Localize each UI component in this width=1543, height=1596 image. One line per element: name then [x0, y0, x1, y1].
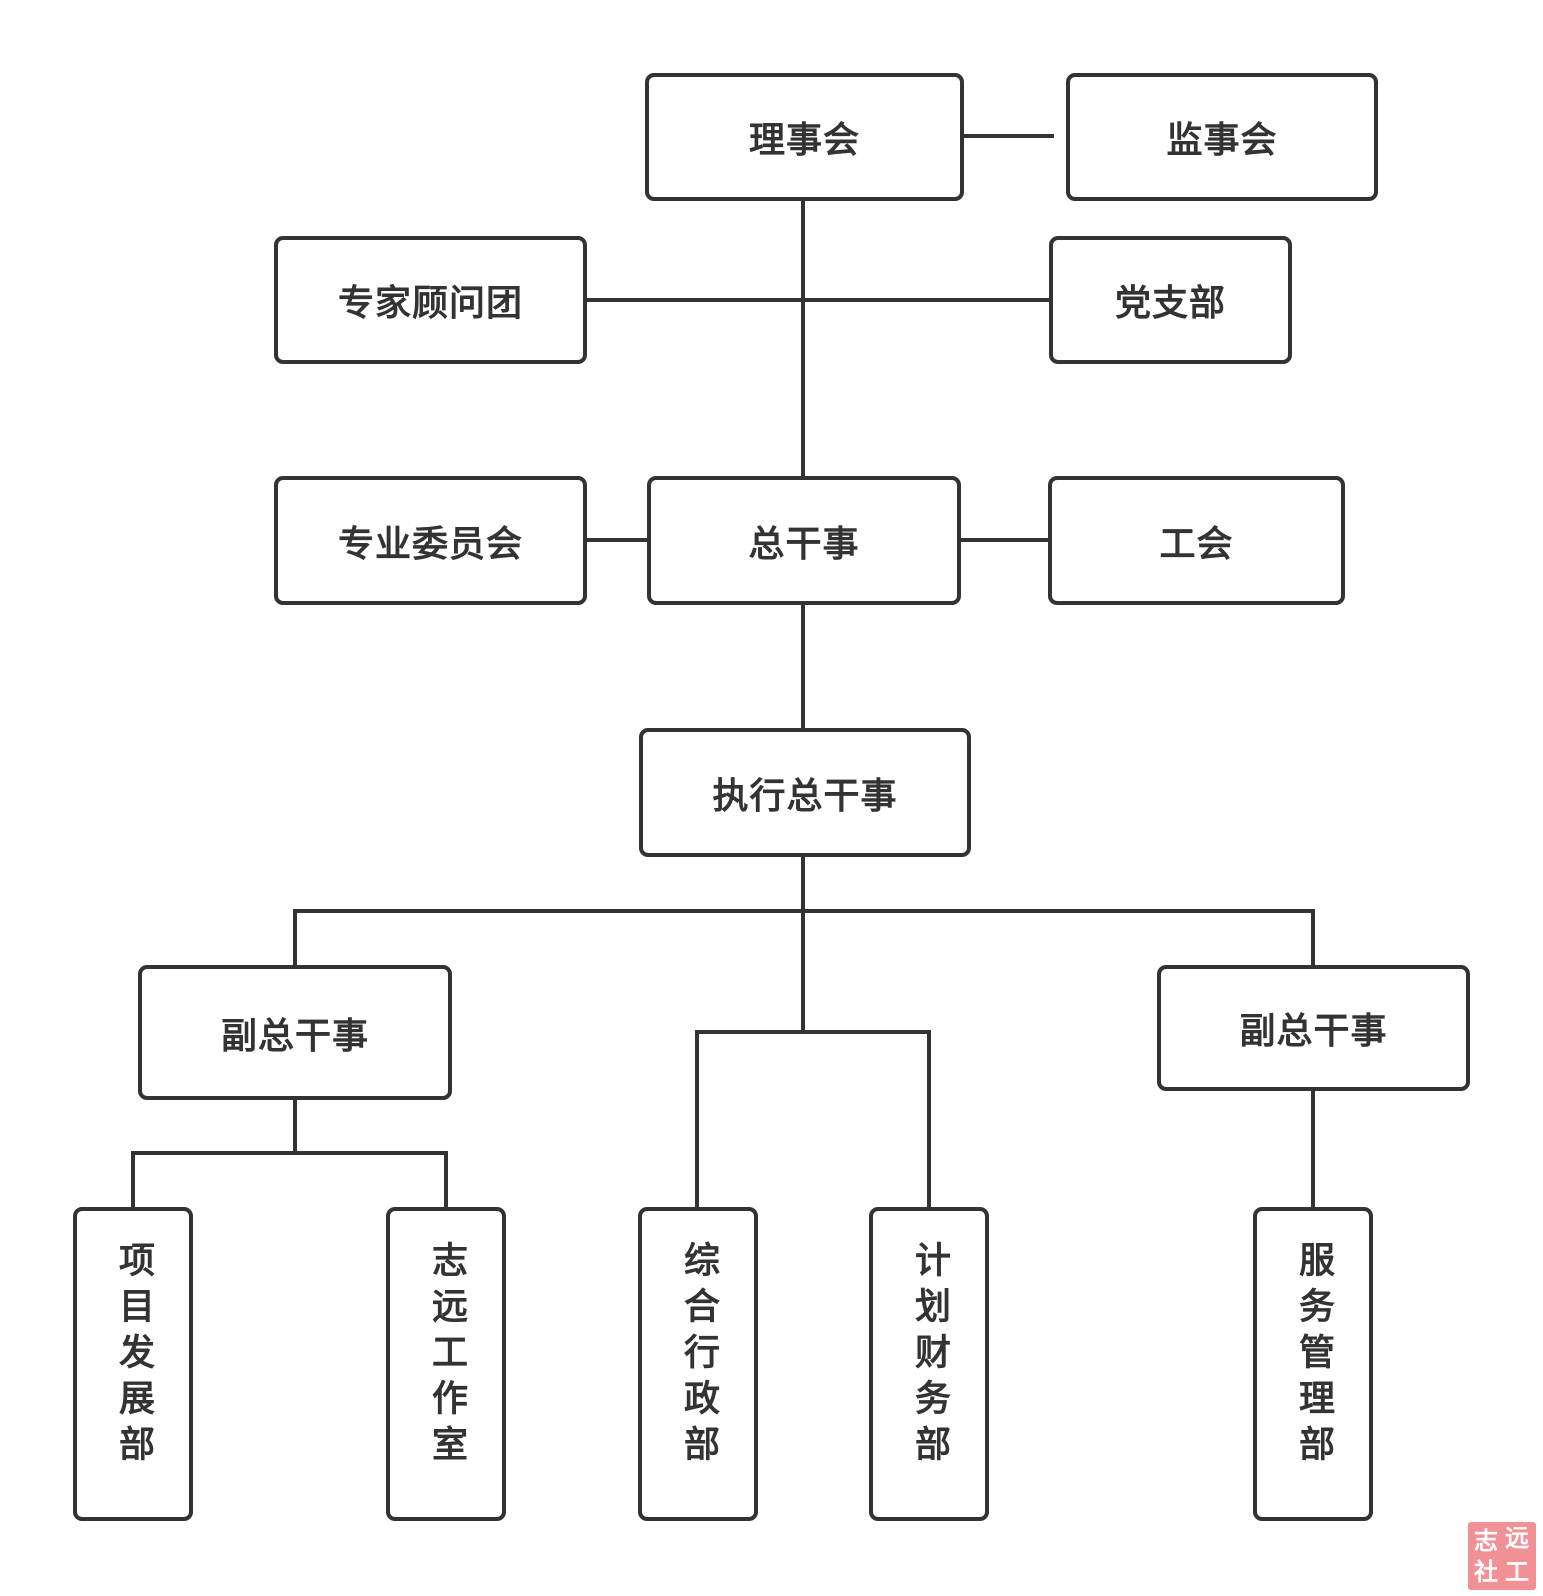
volunteer-studio-label: 志远工作室 — [426, 1241, 467, 1471]
labor-union-node: 工会 — [1048, 476, 1345, 605]
deputy-sg-left-node: 副总干事 — [138, 965, 452, 1100]
project-dev-label: 项目发展部 — [113, 1241, 154, 1471]
seal-char: 工 — [1505, 1557, 1529, 1586]
supervisors-node: 监事会 — [1066, 73, 1378, 201]
expert-panel-node: 专家顾问团 — [274, 236, 587, 364]
volunteer-studio-node: 志远工作室 — [386, 1207, 506, 1521]
party-branch-label: 党支部 — [1114, 283, 1226, 324]
committees-node: 专业委员会 — [274, 476, 587, 605]
connector-left-depts — [131, 1151, 448, 1209]
deputy-sg-left-label: 副总干事 — [220, 1015, 369, 1057]
executive-sg-node: 执行总干事 — [639, 728, 971, 857]
secretary-general-label: 总干事 — [748, 523, 860, 565]
seal-stamp: 志 远 社 工 — [1468, 1522, 1536, 1590]
committees-label: 专业委员会 — [337, 523, 523, 565]
supervisors-label: 监事会 — [1166, 120, 1278, 161]
deputy-sg-right-node: 副总干事 — [1157, 965, 1470, 1091]
connector-deputy-branches — [293, 909, 1315, 967]
executive-sg-label: 执行总干事 — [712, 775, 898, 817]
party-branch-node: 党支部 — [1049, 236, 1292, 364]
connector-admin-finance — [695, 1030, 931, 1209]
expert-panel-label: 专家顾问团 — [337, 283, 523, 324]
deputy-sg-right-label: 副总干事 — [1239, 1011, 1388, 1052]
finance-dept-node: 计划财务部 — [869, 1207, 989, 1521]
seal-char: 远 — [1505, 1523, 1529, 1552]
finance-dept-label: 计划财务部 — [909, 1241, 950, 1471]
board-label: 理事会 — [748, 120, 860, 161]
labor-union-label: 工会 — [1159, 523, 1234, 565]
service-mgmt-node: 服务管理部 — [1253, 1207, 1373, 1521]
project-dev-node: 项目发展部 — [73, 1207, 193, 1521]
board-node: 理事会 — [645, 73, 964, 201]
admin-dept-node: 综合行政部 — [638, 1207, 758, 1521]
seal-char: 社 — [1474, 1557, 1498, 1586]
seal-char: 志 — [1474, 1526, 1498, 1555]
secretary-general-node: 总干事 — [647, 476, 961, 605]
service-mgmt-label: 服务管理部 — [1293, 1241, 1334, 1471]
admin-dept-label: 综合行政部 — [678, 1241, 719, 1471]
